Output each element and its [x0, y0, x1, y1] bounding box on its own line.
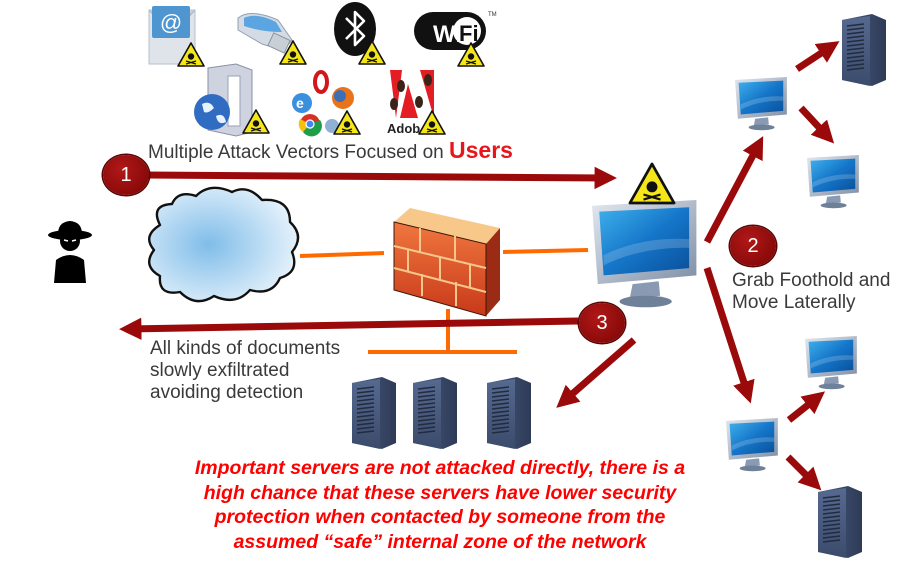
attack-arrows: [119, 41, 840, 491]
adobe-reader-vector-icon: Adob: [387, 70, 446, 136]
lateral-workstation-top-right-icon: [807, 155, 859, 209]
internal-server-3-icon: [486, 376, 532, 450]
arrow-to-top-server: [795, 41, 840, 72]
internet-cloud-icon: [148, 186, 300, 303]
svg-text:Fi: Fi: [459, 21, 479, 46]
firewall-workstation-link: [502, 248, 589, 254]
usb-drive-vector-icon: [237, 13, 307, 65]
firewall-icon: [393, 208, 500, 317]
lateral-workstation-bottom-right-icon: [805, 336, 857, 390]
exfiltration-caption: All kinds of documents slowly exfiltrate…: [150, 338, 341, 403]
wifi-vector-icon: Wi Fi TM: [414, 12, 497, 67]
arrow-to-bottom-right-workstation: [786, 391, 826, 423]
arrow-initial-attack: [144, 166, 617, 190]
arrow-lateral-down: [703, 266, 755, 404]
cloud-firewall-link: [299, 251, 385, 258]
internal-server-2-icon: [412, 376, 458, 450]
svg-text:Adob: Adob: [387, 121, 420, 136]
svg-text:@: @: [160, 10, 182, 35]
lateral-workstation-bottom-icon: [726, 418, 778, 472]
arrow-lateral-up: [703, 136, 764, 244]
compromised-workstation-icon: [592, 162, 697, 308]
lateral-server-top-icon: [841, 13, 887, 87]
web-server-vector-icon: [194, 63, 270, 137]
lateral-server-bottom-icon: [817, 485, 863, 559]
internal-servers-warning-note: Important servers are not attacked direc…: [194, 457, 686, 553]
svg-text:e: e: [296, 95, 304, 111]
attacker-icon: [48, 221, 92, 283]
web-browsers-vector-icon: e: [292, 70, 361, 137]
bluetooth-vector-icon: [334, 2, 386, 65]
users-highlight: Users: [449, 137, 513, 163]
internal-servers: [351, 376, 532, 450]
step-1-badge: 1: [103, 155, 149, 195]
internal-server-1-icon: [351, 376, 397, 450]
svg-text:TM: TM: [488, 12, 497, 18]
network-links: [299, 248, 589, 354]
email-vector-icon: @: [148, 6, 205, 67]
lateral-workstation-top-icon: [735, 77, 787, 131]
arrow-to-internal-servers: [556, 337, 637, 408]
step-2-badge: 2: [730, 226, 776, 266]
arrow-to-bottom-server: [785, 454, 822, 491]
step-3-badge: 3: [579, 303, 625, 343]
arrow-exfiltration: [119, 317, 579, 340]
attack-vectors-caption: Multiple Attack Vectors Focused on Users: [148, 137, 513, 163]
arrow-to-top-right-workstation: [798, 105, 835, 144]
lateral-movement-caption: Grab Foothold and Move Laterally: [732, 270, 891, 313]
